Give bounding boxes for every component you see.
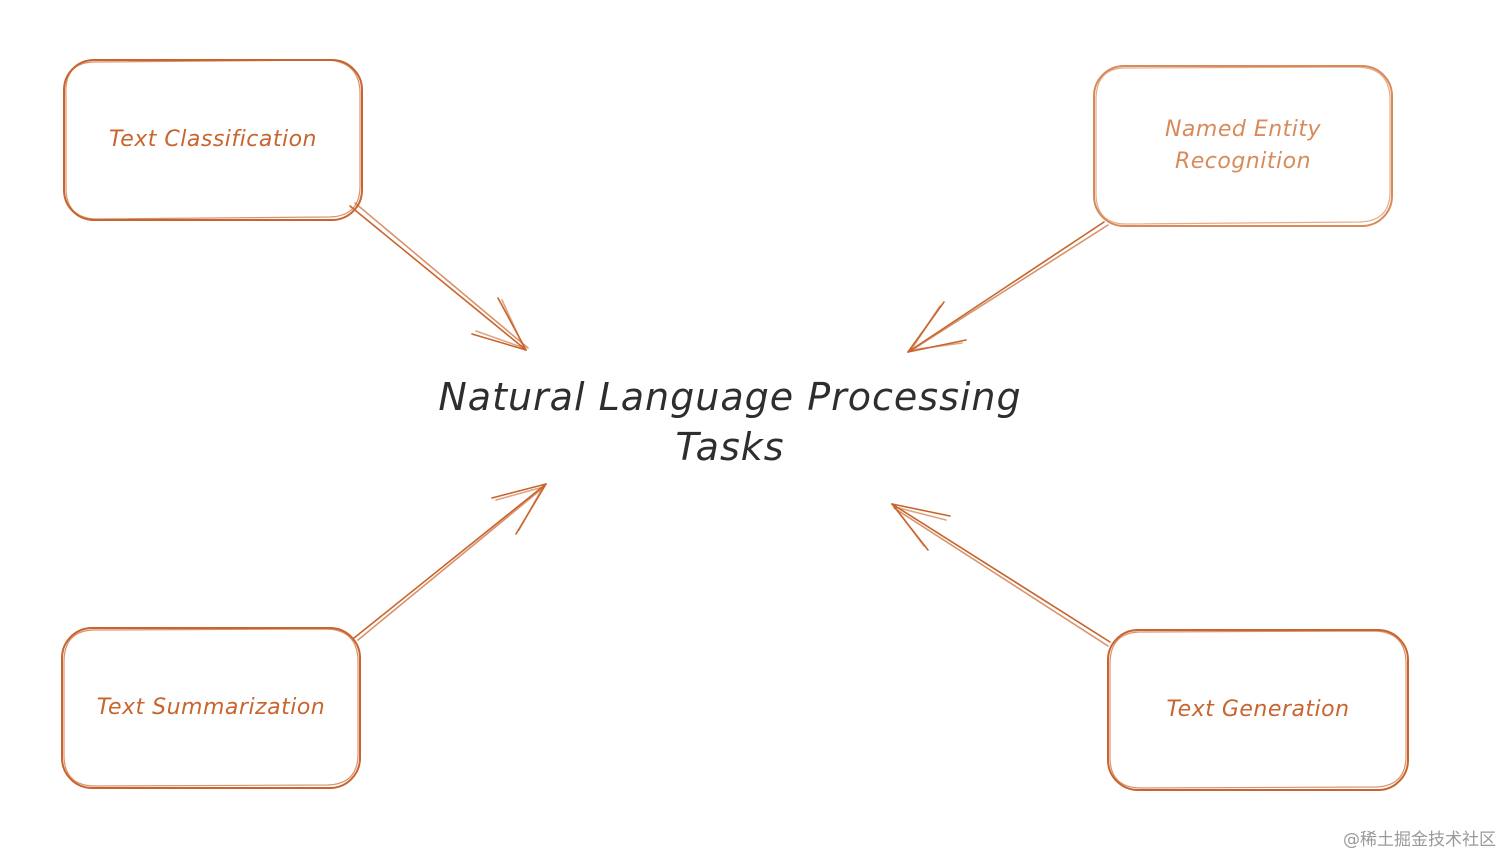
- box-outline-text-classification: [63, 59, 363, 221]
- node-text-summarization: Text Summarization: [62, 628, 360, 788]
- arrow-text-summarization: [353, 483, 547, 641]
- node-text-classification: Text Classification: [64, 60, 362, 220]
- node-label: Text Classification: [109, 127, 317, 152]
- node-named-entity-recognition: Named Entity Recognition: [1094, 66, 1392, 226]
- node-label: Text Summarization: [96, 695, 326, 720]
- node-label: Text Generation: [1166, 697, 1350, 722]
- arrow-text-classification: [349, 202, 529, 351]
- box-outline-named-entity: [1093, 65, 1393, 227]
- node-label: Named Entity Recognition: [1164, 117, 1322, 174]
- box-outline-text-summarization: [61, 627, 361, 789]
- arrow-named-entity: [907, 221, 1109, 353]
- watermark-text: @稀土掘金技术社区: [1343, 830, 1496, 850]
- center-title: Natural Language Processing Tasks: [438, 375, 1022, 469]
- box-outline-text-generation: [1107, 629, 1409, 791]
- arrow-text-generation: [891, 503, 1111, 647]
- node-text-generation: Text Generation: [1108, 630, 1408, 790]
